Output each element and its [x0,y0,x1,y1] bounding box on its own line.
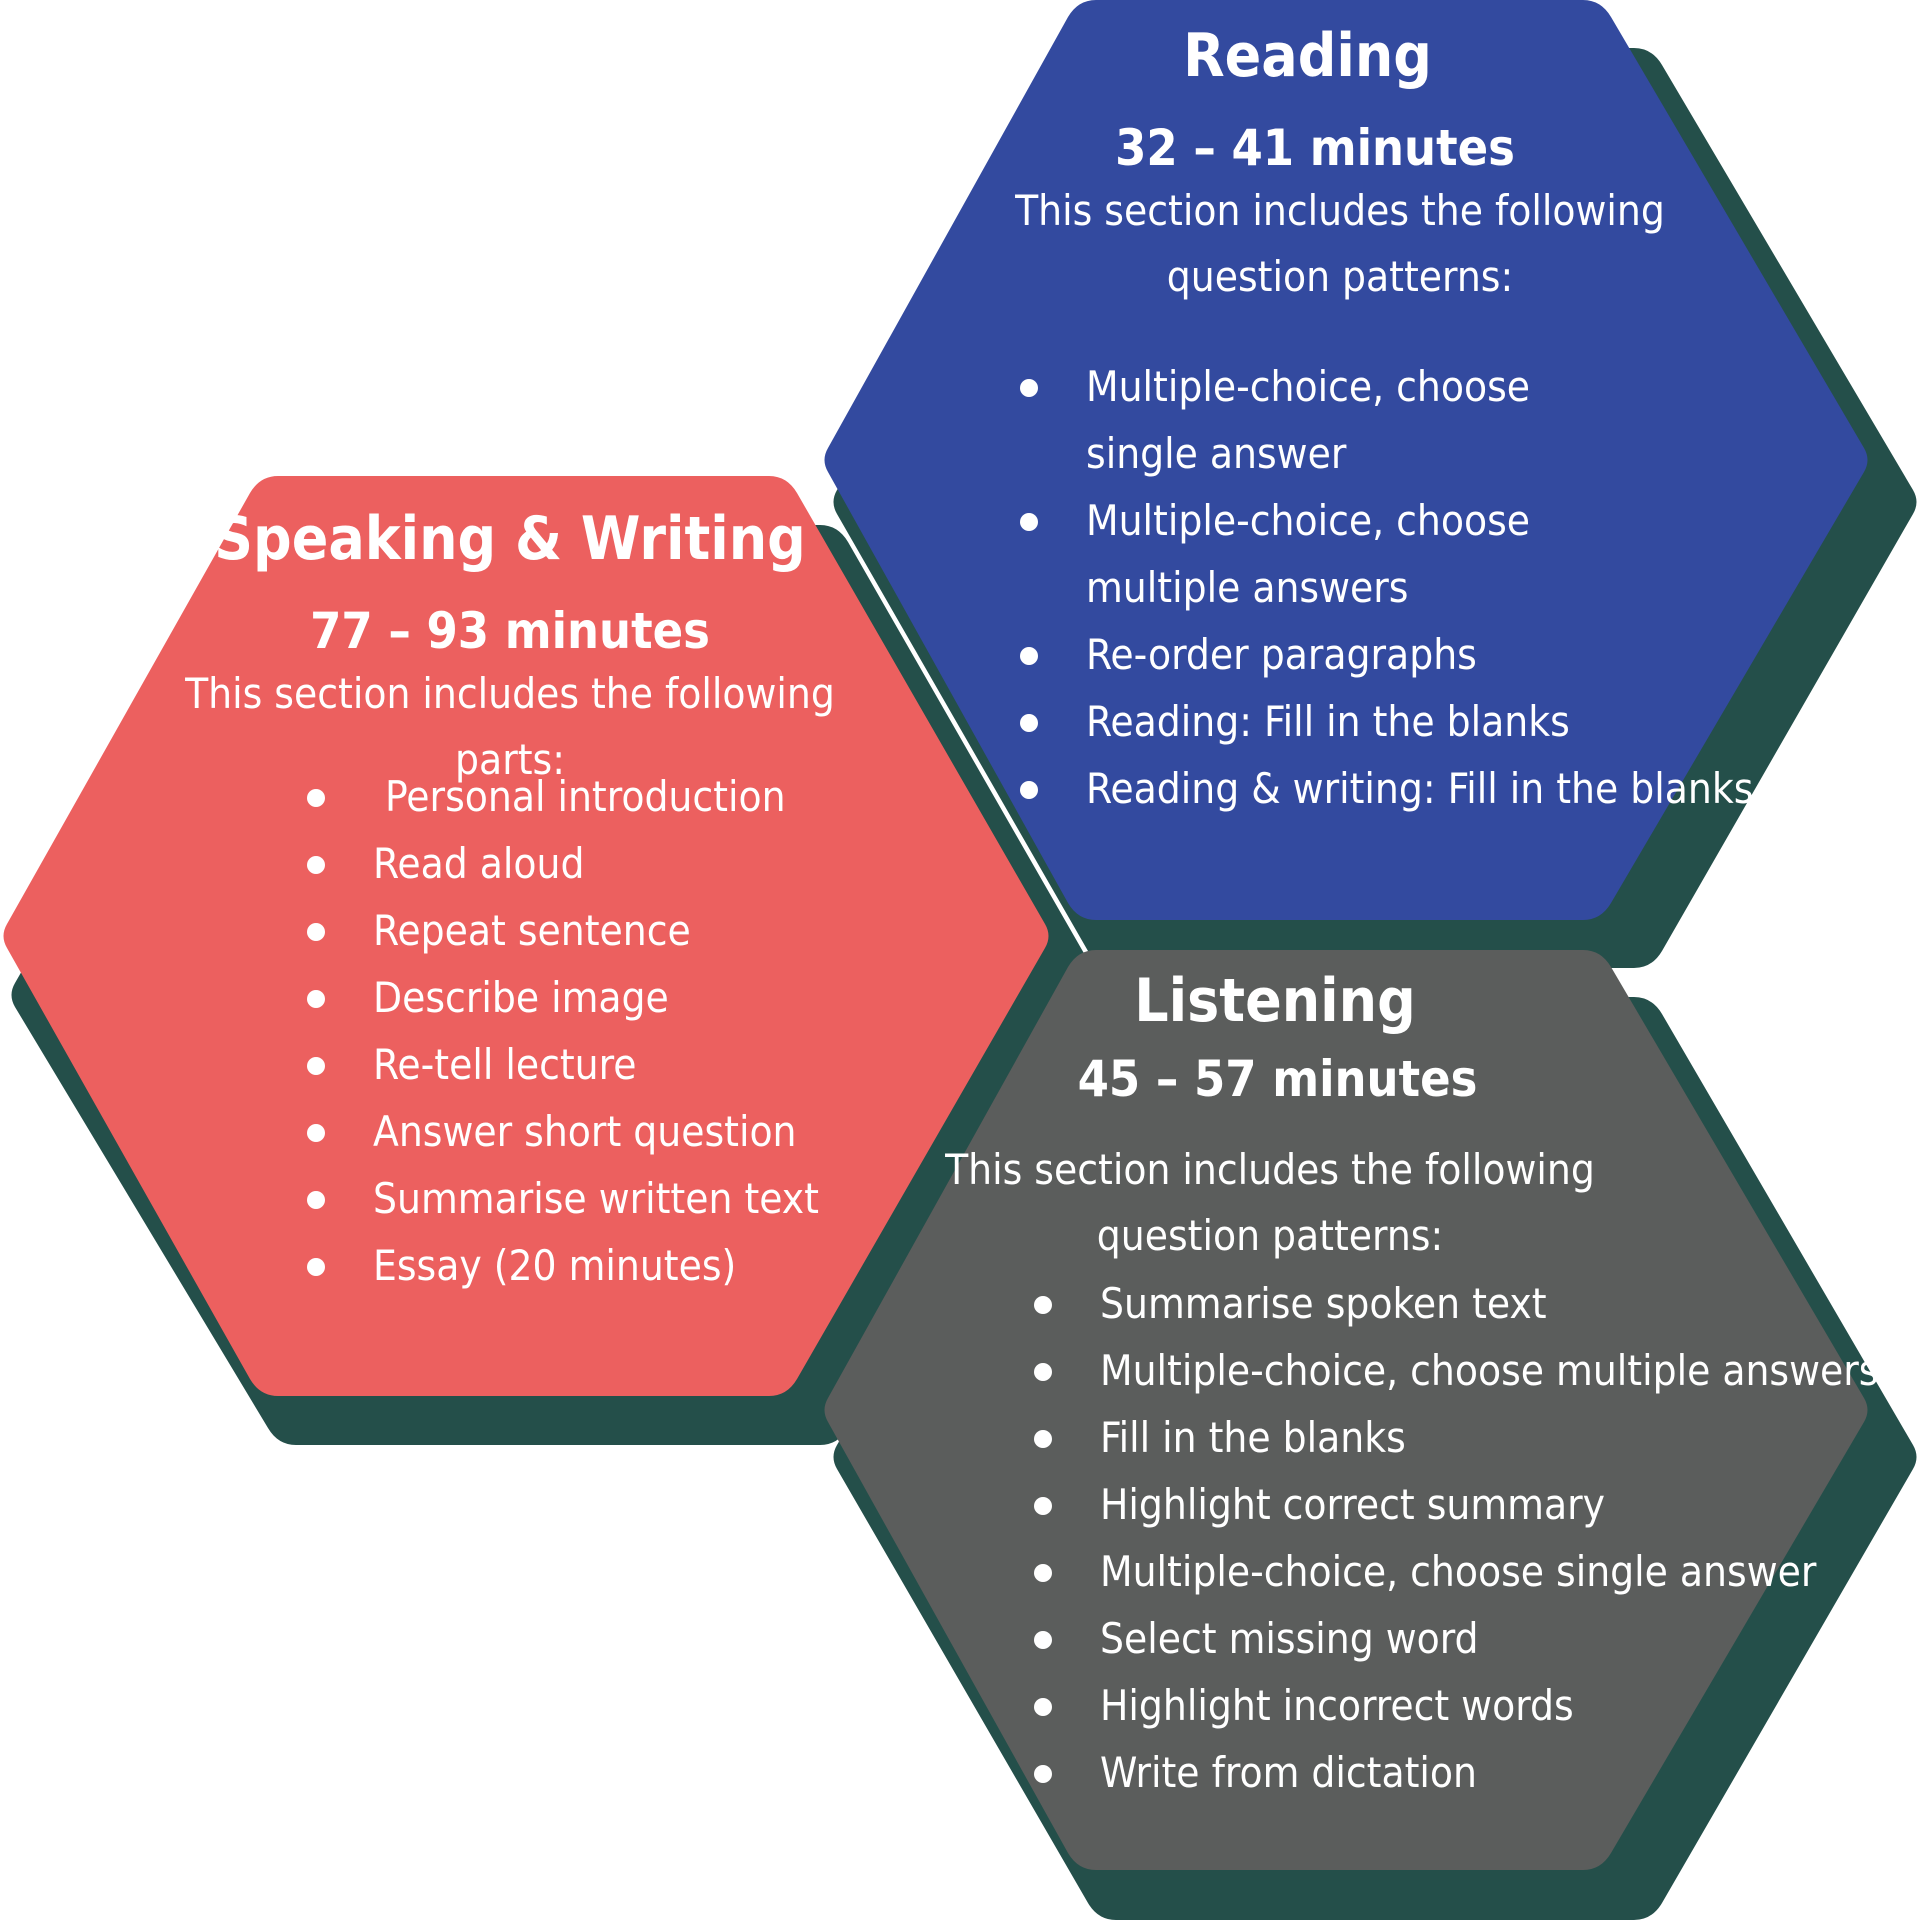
list-item: Essay (20 minutes) [303,1232,819,1299]
speaking-writing-panel: Speaking & Writing 77 – 93 minutes This … [140,503,880,1290]
list-item: Describe image [303,964,819,1031]
list-item: Multiple-choice, choose single answer [1030,1538,1879,1605]
speaking-writing-hexagon [3,476,1049,1396]
reading-list: Multiple-choice, choose single answer Mu… [1016,353,1753,822]
list-item: Fill in the blanks [1030,1404,1879,1471]
list-item: Re-tell lecture [303,1031,819,1098]
speaking-writing-duration: 77 – 93 minutes [310,602,710,660]
speaking-writing-title: Speaking & Writing [214,504,806,574]
speaking-writing-list: Personal introduction Read aloud Repeat … [303,763,819,1299]
list-item: Read aloud [303,830,819,897]
list-item: Multiple-choice, choose multiple answers [1030,1337,1879,1404]
list-item: Answer short question [303,1098,819,1165]
reading-panel: Reading 32 – 41 minutes This section inc… [970,20,1770,813]
listening-hexagon [824,950,1868,1870]
list-item: Reading: Fill in the blanks [1016,688,1606,755]
listening-duration: 45 – 57 minutes [1077,1050,1478,1108]
listening-title: Listening [1134,966,1416,1036]
reading-hexagon [824,0,1868,920]
list-item: Repeat sentence [303,897,819,964]
speaking-writing-intro: This section includes the following part… [185,669,835,784]
list-item: Select missing word [1030,1605,1879,1672]
listening-panel: Listening 45 – 57 minutes This section i… [945,965,1878,1797]
list-item: Summarise written text [303,1165,819,1232]
list-item: Summarise spoken text [1030,1270,1879,1337]
reading-intro: This section includes the following ques… [1015,186,1665,301]
list-item: Reading & writing: Fill in the blanks [1016,755,1753,822]
listening-list: Summarise spoken text Multiple-choice, c… [1030,1270,1879,1806]
list-item: Multiple-choice, choose single answer [1016,353,1606,487]
reading-title: Reading [1183,21,1432,91]
list-item: Multiple-choice, choose multiple answers [1016,487,1606,621]
list-item: Write from dictation [1030,1739,1879,1806]
list-item: Re-order paragraphs [1016,621,1606,688]
list-item: Highlight incorrect words [1030,1672,1879,1739]
list-item: Highlight correct summary [1030,1471,1879,1538]
listening-intro: This section includes the following ques… [945,1145,1595,1260]
list-item: Personal introduction [303,763,819,830]
reading-duration: 32 – 41 minutes [1115,119,1515,177]
